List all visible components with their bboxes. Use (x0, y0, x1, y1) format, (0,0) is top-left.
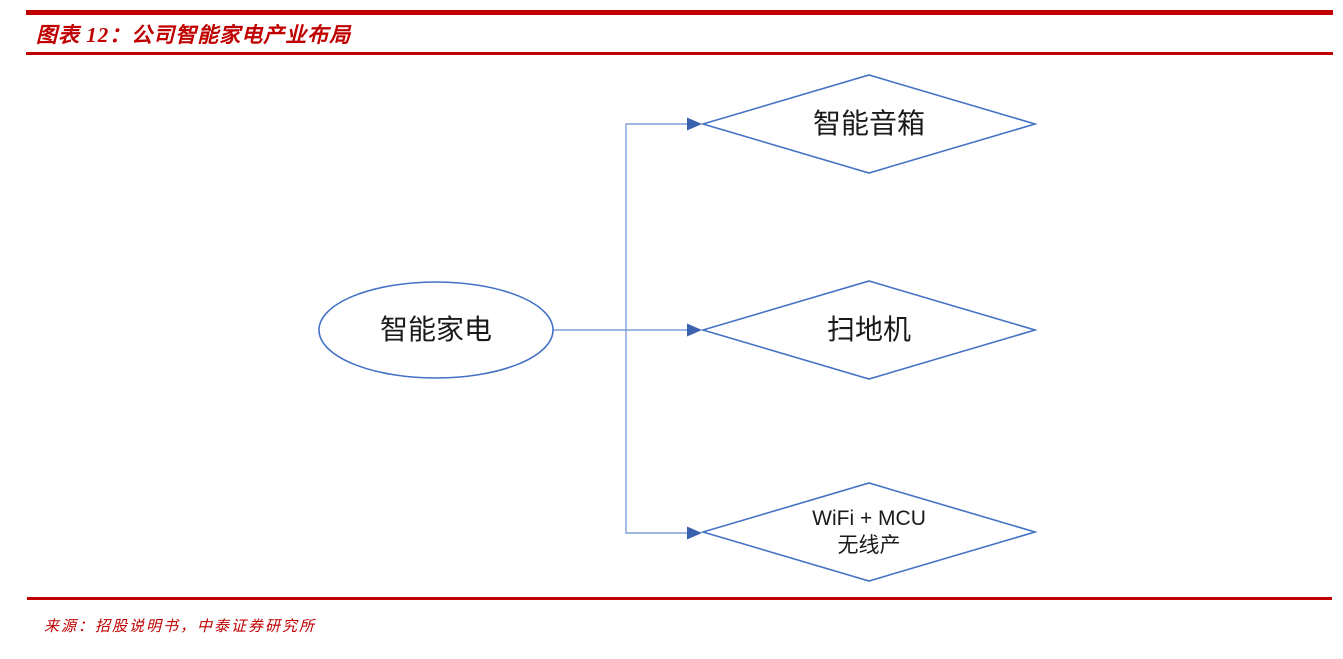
header-bottom-rule (26, 52, 1333, 55)
footer-rule (27, 597, 1332, 600)
branch-node-diamond-bottom (700, 482, 1038, 582)
source-note: 来源：招股说明书，中泰证券研究所 (44, 619, 317, 635)
connector-line-root-to-top (625, 123, 692, 330)
branch-node-label-middle: 扫地机 (826, 314, 911, 345)
root-node-ellipse (318, 281, 554, 379)
connector-line-root-to-bottom (625, 330, 692, 534)
arrowhead-icon (687, 117, 702, 131)
root-node-label: 智能家电 (379, 314, 492, 345)
branch-node-label-top: 智能音箱 (812, 108, 925, 139)
branch-node-label-bottom-line1: WiFi + MCU (812, 507, 926, 530)
branch-node-label-bottom-line2: 无线产 (837, 534, 901, 557)
branch-node-diamond-middle (700, 280, 1038, 380)
arrowhead-icon (687, 526, 702, 540)
chart-title: 图表 12：公司智能家电产业布局 (36, 23, 352, 47)
header-top-rule (26, 10, 1333, 15)
arrowhead-icon (687, 323, 702, 337)
branch-node-label-bottom: WiFi + MCU 无线产 (749, 505, 989, 559)
branch-node-diamond-top (700, 74, 1038, 174)
